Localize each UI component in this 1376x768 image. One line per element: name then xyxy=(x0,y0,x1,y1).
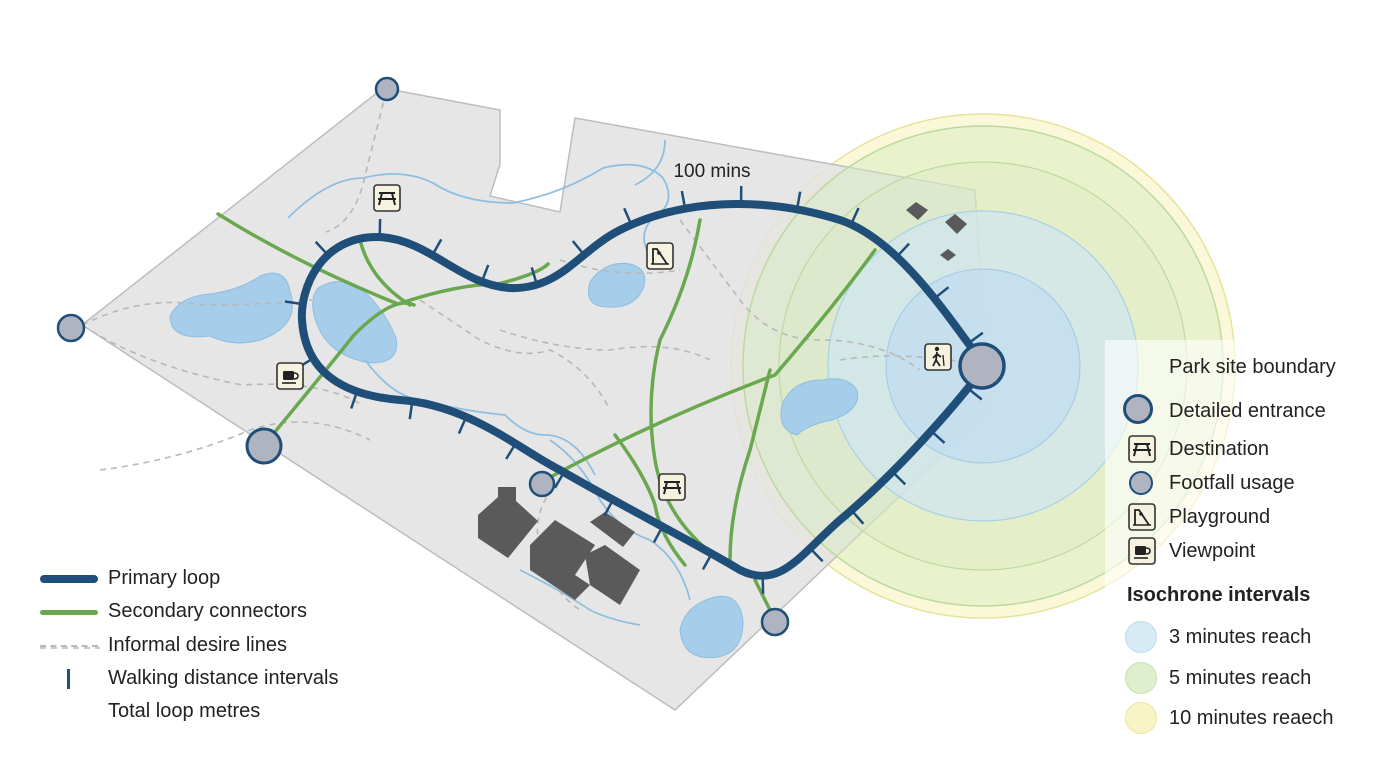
interval-tick xyxy=(966,387,983,401)
interval-tick xyxy=(933,286,950,300)
water-bodies xyxy=(169,262,859,659)
interval-tick xyxy=(795,191,802,210)
interval-tick xyxy=(350,391,359,409)
footfall-node-north xyxy=(374,76,400,102)
legend-label: Primary loop xyxy=(108,567,221,590)
iso-5-swatch xyxy=(1125,662,1157,694)
playground-slide-icon xyxy=(646,242,674,270)
buildings xyxy=(478,202,967,605)
entrance-node-icon xyxy=(1123,394,1153,424)
interval-tick xyxy=(431,238,443,256)
interval-tick-swatch xyxy=(67,668,70,689)
legend-item-site-boundary: Park site boundary xyxy=(1105,348,1336,386)
primary-loop-swatch xyxy=(40,574,98,583)
legend-item-desire: Informal desire lines xyxy=(36,629,366,662)
picnic-table-icon-south xyxy=(658,473,686,501)
interval-tick xyxy=(701,553,713,570)
interval-tick xyxy=(480,264,490,283)
interval-tick xyxy=(553,471,566,489)
legend-label: Footfall usage xyxy=(1169,471,1295,494)
interval-tick xyxy=(680,190,687,209)
secondary-connectors xyxy=(216,212,877,622)
legend-item-entrance: Detailed entrance xyxy=(1105,392,1326,430)
legend-right: Park site boundary Detailed entrance Des… xyxy=(1105,340,1355,740)
access-nodes xyxy=(56,76,1006,637)
legend-label: Park site boundary xyxy=(1169,355,1336,378)
legend-item-viewpoint: Viewpoint xyxy=(1105,532,1255,570)
interval-tick xyxy=(571,240,586,256)
legend-item-iso-10: 10 minutes reaech xyxy=(1105,699,1334,737)
interval-tick xyxy=(930,429,946,444)
interval-tick xyxy=(891,470,907,486)
footfall-node-west xyxy=(56,313,86,343)
legend-item-playground: Playground xyxy=(1105,498,1270,536)
legend-label: 3 minutes reach xyxy=(1169,625,1312,648)
legend-label: Walking distance intervals xyxy=(108,667,339,690)
walking-distance-intervals xyxy=(284,185,984,594)
legend-item-primary-loop: Primary loop xyxy=(36,562,366,595)
interval-tick xyxy=(408,401,414,420)
isochrone-heading: Isochrone intervals xyxy=(1127,584,1311,606)
interval-tick xyxy=(457,416,468,434)
interval-tick xyxy=(652,525,664,544)
legend-label: 10 minutes reaech xyxy=(1169,706,1334,729)
interval-tick xyxy=(849,207,860,225)
legend-label: Total loop metres xyxy=(108,700,261,723)
legend-item-iso-5: 5 minutes reach xyxy=(1105,659,1311,697)
legend-label: 5 minutes reach xyxy=(1169,666,1312,689)
iso-10-swatch xyxy=(1125,702,1157,734)
walker-icon xyxy=(924,343,952,371)
desire-line-swatch xyxy=(40,645,98,648)
legend-item-destination: Destination xyxy=(1105,430,1269,468)
legend-label: Informal desire lines xyxy=(108,633,287,656)
legend-item-iso-3: 3 minutes reach xyxy=(1105,618,1311,656)
interval-tick xyxy=(603,499,615,517)
park-site-boundary xyxy=(80,87,991,711)
legend-item-intervals: Walking distance intervals xyxy=(36,662,366,695)
legend-item-secondary: Secondary connectors xyxy=(36,595,366,628)
legend-isochrone-heading: Isochrone intervals xyxy=(1105,584,1310,607)
interval-tick xyxy=(895,242,910,258)
interval-tick xyxy=(850,509,865,525)
legend-label: Detailed entrance xyxy=(1169,399,1326,422)
iso-3-swatch xyxy=(1125,621,1157,653)
interval-tick xyxy=(505,442,517,460)
interval-tick xyxy=(623,207,633,226)
footfall-node-centre xyxy=(528,470,556,498)
legend-left: Primary loop Secondary connectors Inform… xyxy=(36,562,366,728)
interval-tick xyxy=(530,267,539,285)
interval-tick xyxy=(284,300,303,306)
interval-tick xyxy=(809,547,824,563)
legend-label: Secondary connectors xyxy=(108,600,308,623)
entrance-node-southwest xyxy=(245,427,283,465)
footfall-node-icon xyxy=(1129,471,1153,495)
coffee-cup-icon xyxy=(1128,537,1156,565)
entrance-node-east xyxy=(958,342,1006,390)
footfall-node-south xyxy=(760,607,790,637)
legend-item-footfall: Footfall usage xyxy=(1105,464,1295,502)
interval-tick xyxy=(967,331,984,345)
primary-loop xyxy=(297,199,989,580)
coffee-cup-icon xyxy=(276,362,304,390)
legend-label: Viewpoint xyxy=(1169,539,1256,562)
secondary-connector-swatch xyxy=(40,609,98,615)
picnic-table-icon xyxy=(373,184,401,212)
legend-label: Playground xyxy=(1169,505,1271,528)
playground-slide-icon xyxy=(1128,503,1156,531)
legend-label: Destination xyxy=(1169,437,1270,460)
interval-tick xyxy=(314,240,329,256)
picnic-table-icon xyxy=(1128,435,1156,463)
loop-length-label: 100 mins xyxy=(673,161,750,182)
legend-item-total: Total loop metres xyxy=(36,695,366,728)
